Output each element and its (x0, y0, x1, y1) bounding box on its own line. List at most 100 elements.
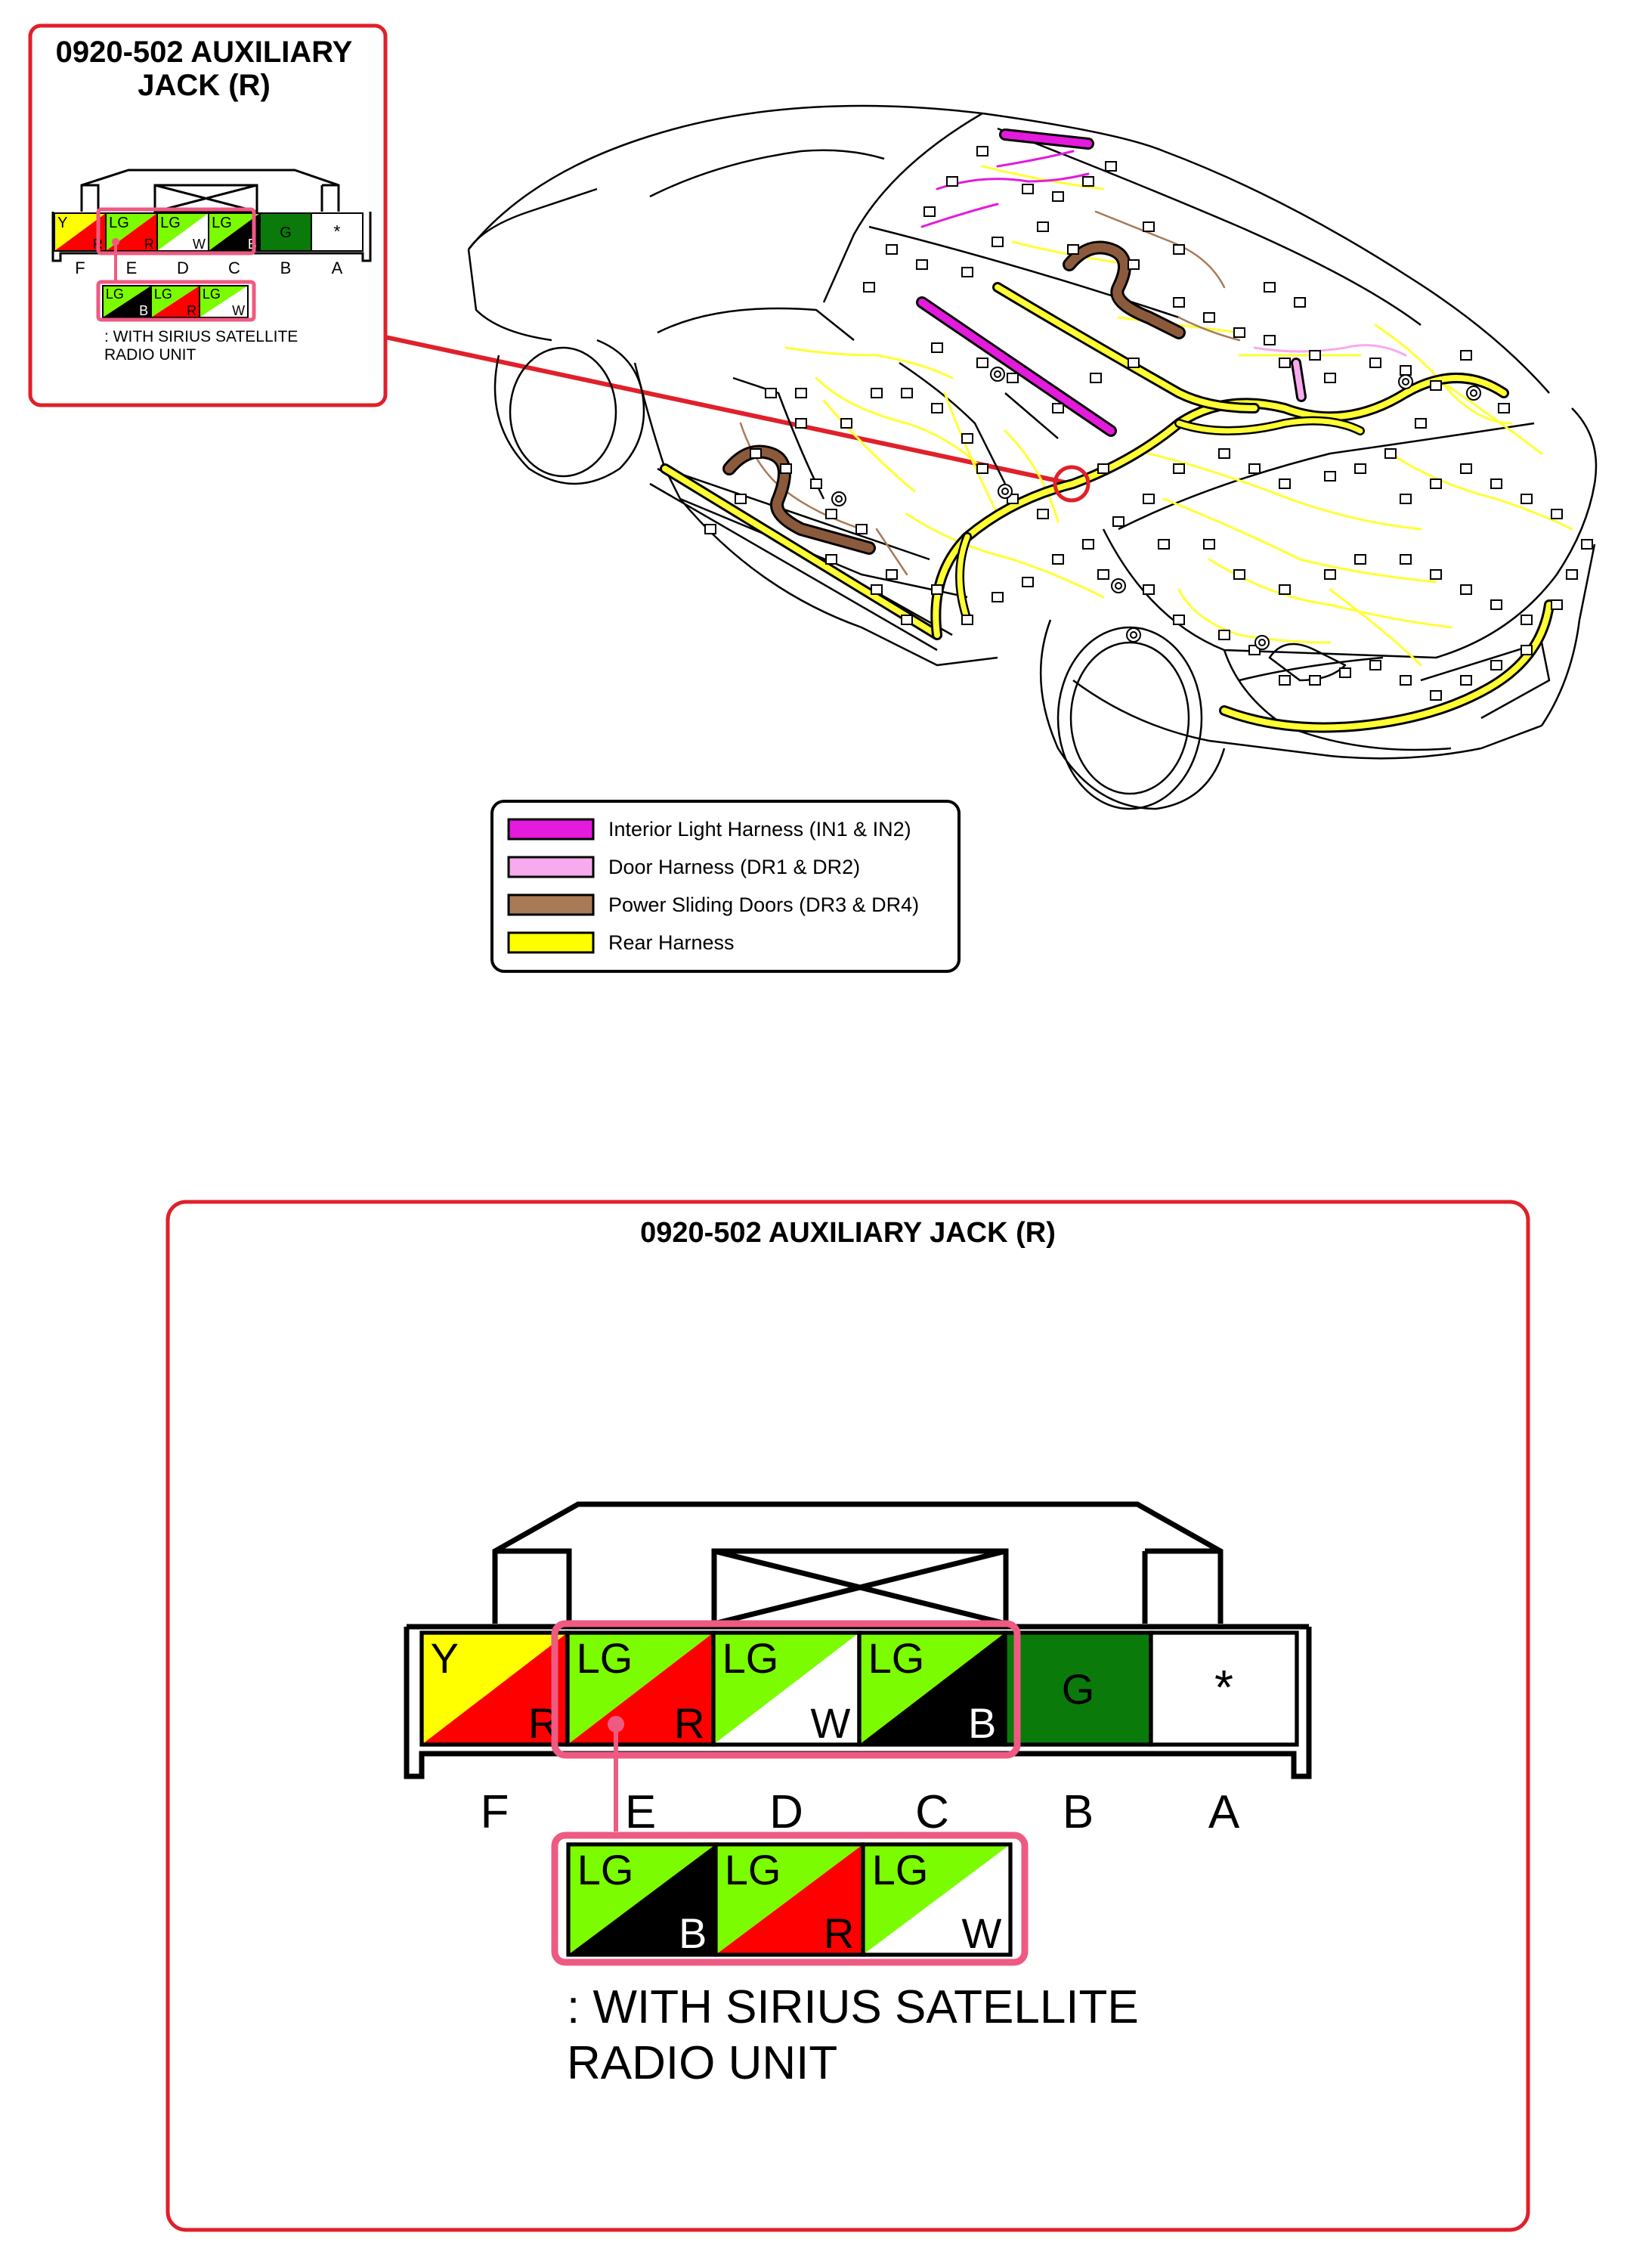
connector-block (1128, 259, 1140, 270)
connector-block (931, 342, 943, 353)
connector-block (825, 554, 837, 565)
connector-block (1490, 599, 1502, 610)
inset-position-label-c: C (228, 259, 240, 277)
inset-alt-terminal-bottom-label: R (187, 303, 196, 318)
connector-block (1112, 516, 1125, 527)
connector-block (1551, 599, 1563, 610)
connector-block (1460, 463, 1472, 474)
connector-block (1294, 297, 1306, 308)
connector-block (795, 388, 807, 398)
detail-terminal-c: LGB (857, 1630, 1007, 1747)
connector-block (795, 418, 807, 429)
connector-block (1430, 690, 1442, 701)
detail-title: 0920-502 AUXILIARY JACK (R) (640, 1217, 1056, 1249)
inset-title-line1: 0920-502 AUXILIARY (56, 36, 353, 69)
inset-terminal-b: G (259, 212, 312, 252)
connector-block (1105, 161, 1117, 172)
detail-highlight-box (551, 1620, 1021, 1759)
connector-block (1082, 176, 1094, 187)
detail-terminal-e: LGR (565, 1630, 716, 1747)
connector-block (780, 463, 792, 474)
connector-block (901, 388, 913, 398)
connector-block (1490, 660, 1502, 670)
detail-note-line1: : WITH SIRIUS SATELLITE (567, 1981, 1139, 2033)
inset-terminal-top-label: * (334, 221, 341, 241)
connector-block (976, 358, 988, 368)
detail-terminal-bottom-label: W (811, 1699, 851, 1747)
connector-block (1324, 373, 1336, 383)
connector-block (1158, 539, 1170, 550)
detail-terminal-top-label: LG (577, 1634, 633, 1682)
detail-alt-terminal-0: LGB (566, 1842, 718, 1957)
connector-block (1369, 660, 1381, 670)
connector-block (855, 524, 868, 534)
detail-alt-terminal-bottom-label: B (679, 1909, 707, 1957)
connector-block (1173, 297, 1185, 308)
inset-highlight-dot (112, 238, 119, 246)
detail-note-line2: RADIO UNIT (567, 2037, 837, 2089)
inset-terminal-a: * (311, 212, 364, 252)
inset-position-label-e: E (126, 259, 138, 277)
legend-item: Rear Harness (507, 931, 735, 954)
connector-block (1460, 350, 1472, 361)
connector-block (886, 244, 898, 255)
detail-terminal-a: * (1149, 1630, 1299, 1747)
grommet-hole (835, 495, 843, 503)
inset-note-line2: RADIO UNIT (104, 346, 196, 364)
inset-alt-highlight-box (96, 280, 256, 322)
connector-block (1218, 630, 1230, 640)
connector-block (765, 388, 777, 398)
connector-block (1037, 221, 1049, 232)
detail-alt-terminal-bottom-label: R (824, 1909, 854, 1957)
connector-block (1309, 675, 1321, 686)
connector-block (1339, 667, 1351, 678)
connector-block (1097, 569, 1109, 580)
connector-block (1354, 463, 1366, 474)
position-label-d: D (769, 1786, 803, 1838)
connector-block (1430, 478, 1442, 489)
legend-label: Rear Harness (608, 931, 735, 954)
connector-block (961, 615, 973, 625)
connector-block (931, 403, 943, 413)
inset-alt-terminal-2: LGW (199, 285, 249, 318)
legend-item: Interior Light Harness (IN1 & IN2) (507, 818, 911, 841)
grommet-hole (1258, 639, 1266, 646)
inset-alt-terminal-top-label: LG (154, 286, 172, 302)
connector-block (1264, 282, 1276, 293)
connector-block (1400, 554, 1412, 565)
connector-block (1400, 494, 1412, 504)
inset-title-line2: JACK (R) (138, 69, 271, 102)
detail-terminal-f: YR (419, 1630, 570, 1747)
inset-callout: 0920-502 AUXILIARY JACK (R) YRLGRLGWLGBG… (28, 23, 388, 407)
connector-block (1173, 463, 1185, 474)
connector-block (1354, 554, 1366, 565)
grommet-hole (1470, 389, 1477, 397)
inset-terminal-bottom-label: R (144, 237, 154, 252)
legend-swatch (507, 856, 595, 878)
connector-block (1128, 358, 1140, 368)
detail-terminal-top-label: G (1062, 1665, 1095, 1713)
connector-block (976, 146, 988, 156)
legend-swatch (507, 818, 595, 841)
connector-block (1173, 615, 1185, 625)
connector-block (1143, 494, 1155, 504)
connector-block (1173, 244, 1185, 255)
connector-blocks (704, 146, 1593, 701)
connector-block (1279, 478, 1291, 489)
detail-terminal-top-label: * (1214, 1660, 1233, 1714)
connector-block (946, 176, 958, 187)
connector-location-marker (1053, 465, 1091, 503)
connector-block (1143, 221, 1155, 232)
connector-block (704, 524, 716, 534)
connector-block (1521, 494, 1533, 504)
connector-block (1022, 577, 1034, 587)
connector-block (1279, 584, 1291, 595)
connector-block (1521, 645, 1533, 655)
connector-block (1143, 584, 1155, 595)
vehicle-outline (467, 104, 1598, 810)
connector-block (1490, 478, 1502, 489)
legend-item: Door Harness (DR1 & DR2) (507, 856, 860, 878)
